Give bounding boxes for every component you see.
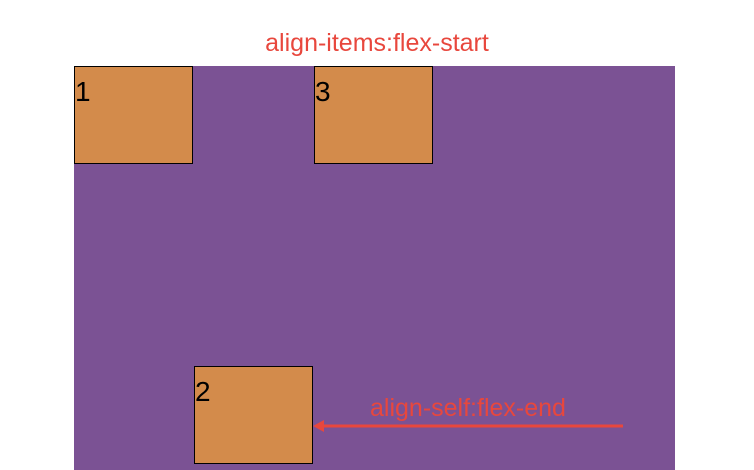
flex-container: 1 2 3 xyxy=(74,66,675,470)
flex-item-label: 2 xyxy=(195,376,211,407)
arrow-head xyxy=(313,420,324,432)
diagram-title: align-items:flex-start xyxy=(265,29,489,57)
flex-item-label: 1 xyxy=(75,76,91,107)
flex-item-label: 3 xyxy=(315,76,331,107)
align-self-annotation: align-self:flex-end xyxy=(370,394,566,422)
flex-item-1: 1 xyxy=(74,66,193,164)
flex-item-3: 3 xyxy=(314,66,433,164)
flex-item-2: 2 xyxy=(194,366,313,464)
annotation-arrow xyxy=(313,420,623,432)
